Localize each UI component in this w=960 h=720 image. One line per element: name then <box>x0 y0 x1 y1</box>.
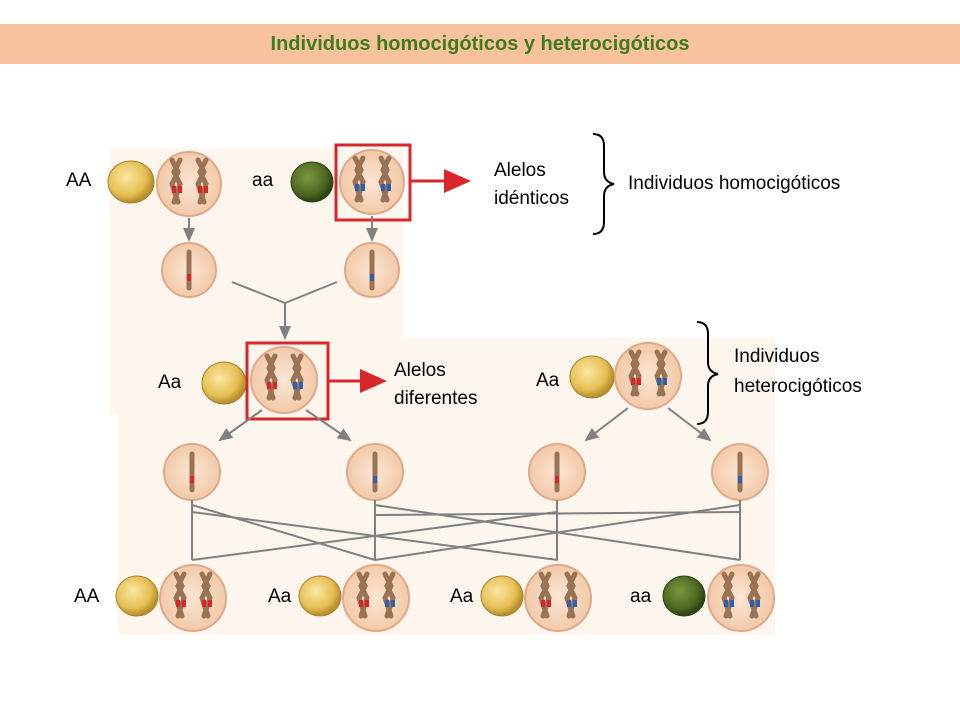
label-heterozygous-line1: Individuos <box>734 346 820 367</box>
green-pea-icon <box>662 575 706 617</box>
crossing-lines <box>191 500 741 561</box>
genotype-f2-3: Aa <box>450 586 474 607</box>
parent-aa-recessive <box>290 149 405 215</box>
genotype-f1-right: Aa <box>536 370 560 391</box>
cell <box>156 151 222 217</box>
f2-individual-3 <box>480 564 592 632</box>
yellow-pea-icon <box>107 160 155 204</box>
f1-left-individual <box>201 346 318 414</box>
brace-homozygous-icon <box>592 133 615 235</box>
yellow-pea-icon <box>569 355 615 399</box>
cell <box>339 149 405 215</box>
label-homozygous: Individuos homocigóticos <box>628 173 841 194</box>
gamete-f1-2 <box>346 443 404 501</box>
label-identical-alleles-line2: idénticos <box>494 188 569 209</box>
cell <box>524 564 592 632</box>
f2-individual-1 <box>115 564 227 632</box>
genotype-parent-2: aa <box>252 170 274 191</box>
title-bar: Individuos homocigóticos y heterocigótic… <box>0 24 960 64</box>
chromosomes-icon <box>628 349 668 397</box>
cell <box>250 346 318 414</box>
yellow-pea-icon <box>298 575 342 617</box>
label-different-alleles-line2: diferentes <box>394 388 478 409</box>
gamete-f1-4 <box>711 443 769 501</box>
page-title: Individuos homocigóticos y heterocigótic… <box>270 32 690 55</box>
gamete-a-recessive <box>344 242 400 298</box>
gamete-f1-3 <box>528 443 586 501</box>
cell <box>707 564 775 632</box>
gamete-a-dominant <box>161 242 217 298</box>
brace-heterozygous-icon <box>696 321 719 425</box>
green-pea-icon <box>290 161 334 203</box>
yellow-pea-icon <box>480 575 524 617</box>
parent-aa-dominant <box>107 151 222 217</box>
gamete-f1-1 <box>163 443 221 501</box>
f2-individual-4 <box>662 564 775 632</box>
cell <box>614 342 682 410</box>
chromosomes-icon <box>352 155 392 203</box>
yellow-pea-icon <box>115 575 159 617</box>
f1-right-individual <box>569 342 682 410</box>
cell <box>159 564 227 632</box>
yellow-pea-icon <box>201 361 247 405</box>
label-identical-alleles-line1: Alelos <box>494 160 546 181</box>
genotype-f2-2: Aa <box>268 586 292 607</box>
genotype-f1-left: Aa <box>158 372 182 393</box>
genotype-f2-4: aa <box>630 586 652 607</box>
fertilization-lines <box>231 281 338 340</box>
genotype-parent-1: AA <box>66 170 92 191</box>
chromosomes-icon <box>169 157 209 205</box>
genotype-f2-1: AA <box>74 586 100 607</box>
chromosomes-icon <box>264 353 304 401</box>
label-heterozygous-line2: heterocigóticos <box>734 376 862 397</box>
f2-individual-2 <box>298 564 410 632</box>
cell <box>342 564 410 632</box>
label-different-alleles-line1: Alelos <box>394 360 446 381</box>
